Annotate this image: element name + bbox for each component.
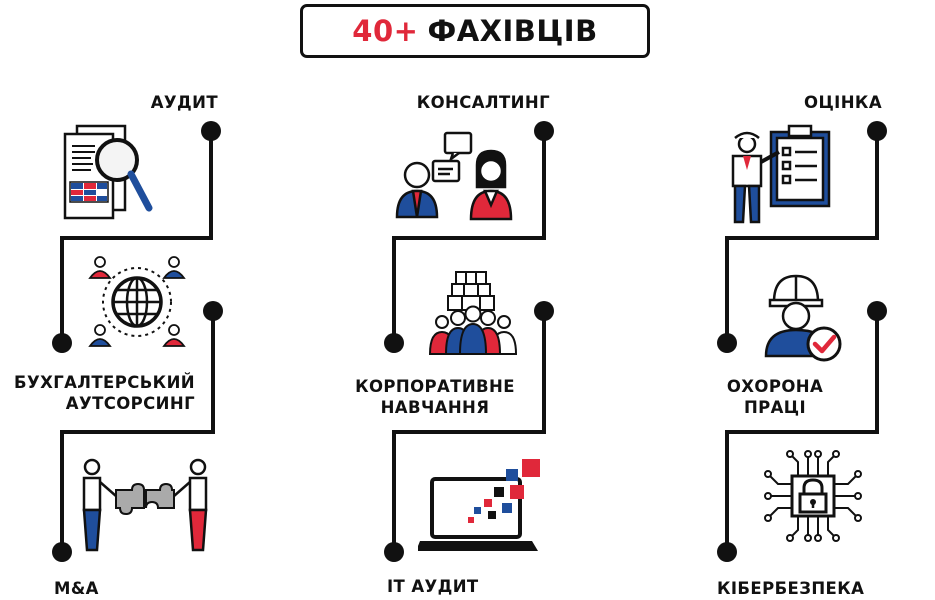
- valuation-inspector-icon: [731, 124, 831, 224]
- dot-mid-4: [384, 542, 404, 562]
- dot-right-4: [717, 542, 737, 562]
- label-ma: M&A: [54, 579, 99, 598]
- label-consulting: КОНСАЛТИНГ: [416, 93, 550, 112]
- specialists-count: 40+: [352, 14, 419, 48]
- dot-left-1: [201, 121, 221, 141]
- specialists-badge: 40+ ФАХІВЦІВ: [300, 4, 650, 58]
- connector-left-2: [60, 311, 215, 552]
- laptop-pixels-icon: [418, 459, 540, 551]
- dot-right-1: [867, 121, 887, 141]
- dot-left-4: [52, 542, 72, 562]
- connector-mid-2: [392, 311, 546, 552]
- cyber-lock-chip-icon: [764, 450, 862, 542]
- puzzle-handshake-icon: [82, 458, 208, 552]
- dot-mid-2: [384, 333, 404, 353]
- label-cybersecurity: КІБЕРБЕЗПЕКА: [717, 579, 865, 598]
- label-valuation: ОЦІНКА: [804, 93, 882, 112]
- connector-left-1: [60, 131, 213, 343]
- safety-worker-icon: [764, 274, 842, 362]
- dot-right-2: [717, 333, 737, 353]
- connector-right-2: [725, 311, 879, 552]
- audit-icon: [63, 124, 153, 220]
- team-building-icon: [428, 271, 518, 355]
- dot-mid-3: [534, 301, 554, 321]
- label-audit: АУДИТ: [150, 93, 218, 112]
- connector-right-1: [725, 131, 879, 343]
- dot-right-3: [867, 301, 887, 321]
- label-corporate-training: КОРПОРАТИВНЕ НАВЧАННЯ: [355, 377, 515, 417]
- dot-mid-1: [534, 121, 554, 141]
- dot-left-2: [52, 333, 72, 353]
- label-labor-safety: ОХОРОНА ПРАЦІ: [726, 377, 824, 417]
- globe-people-icon: [88, 256, 186, 347]
- dot-left-3: [203, 301, 223, 321]
- specialists-label: ФАХІВЦІВ: [427, 14, 598, 48]
- consulting-icon: [395, 131, 513, 221]
- label-accounting-outsourcing: БУХГАЛТЕРСЬКИЙ АУТСОРСИНГ: [13, 373, 195, 413]
- label-it-audit: ІТ АУДИТ: [387, 577, 479, 596]
- connector-mid-1: [392, 131, 546, 343]
